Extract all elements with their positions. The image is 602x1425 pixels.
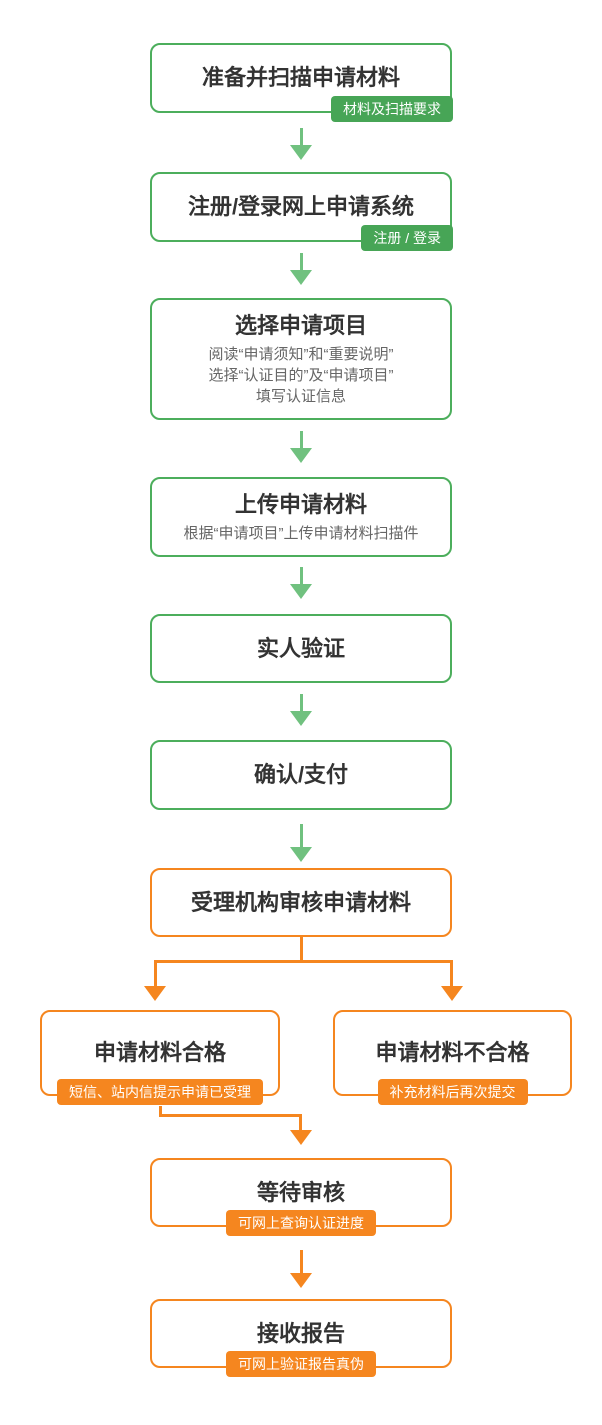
branch-materials-unqualified: 申请材料不合格 补充材料后再次提交: [333, 1010, 572, 1105]
badge-report-verify[interactable]: 可网上验证报告真伪: [226, 1351, 376, 1377]
arrow-stem: [299, 431, 303, 448]
arrow-stem: [299, 128, 303, 145]
arrow-stem: [299, 253, 303, 270]
step-title: 上传申请材料: [234, 492, 367, 517]
connector-line: [159, 1114, 302, 1117]
step-agency-review: 受理机构审核申请材料: [150, 868, 452, 937]
badge-material-scan-requirements[interactable]: 材料及扫描要求: [331, 96, 453, 122]
step-title: 受理机构审核申请材料: [190, 889, 411, 915]
down-arrow-icon: [290, 567, 312, 599]
step-title: 申请材料合格: [93, 1040, 226, 1065]
arrow-head: [290, 584, 312, 599]
badge-register-login[interactable]: 注册 / 登录: [361, 225, 453, 251]
step-title: 申请材料不合格: [375, 1040, 530, 1065]
down-arrow-icon: [290, 253, 312, 285]
step-title: 等待审核: [256, 1179, 345, 1205]
step-real-person-verification: 实人验证: [150, 614, 452, 683]
badge-resubmit-materials[interactable]: 补充材料后再次提交: [377, 1079, 528, 1105]
connector-line: [154, 960, 157, 987]
arrow-stem: [299, 694, 303, 711]
step-title: 接收报告: [256, 1320, 345, 1346]
badge-progress-query[interactable]: 可网上查询认证进度: [226, 1210, 376, 1236]
connector-line: [159, 1106, 162, 1117]
step-select-project: 选择申请项目 阅读“申请须知”和“重要说明” 选择“认证目的”及“申请项目” 填…: [150, 298, 452, 420]
step-title: 确认/支付: [253, 762, 349, 787]
arrow-stem: [299, 824, 303, 847]
down-arrow-icon: [290, 824, 312, 862]
step-subtitles: 根据“申请项目”上传申请材料扫描件: [184, 523, 419, 544]
step-subtitle: 阅读“申请须知”和“重要说明”: [208, 346, 394, 363]
arrow-head: [290, 448, 312, 463]
arrow-stem: [299, 567, 303, 584]
arrow-head: [290, 1273, 312, 1288]
step-title: 实人验证: [256, 635, 345, 661]
step-receive-report: 接收报告 可网上验证报告真伪: [150, 1299, 452, 1377]
step-register-login: 注册/登录网上申请系统 注册 / 登录: [150, 172, 453, 251]
arrow-head: [441, 986, 463, 1001]
step-title: 准备并扫描申请材料: [201, 65, 400, 90]
step-wait-review: 等待审核 可网上查询认证进度: [150, 1158, 452, 1236]
arrow-head: [290, 145, 312, 160]
badge-sms-accepted-notice[interactable]: 短信、站内信提示申请已受理: [57, 1079, 263, 1105]
step-subtitle: 选择“认证目的”及“申请项目”: [208, 367, 394, 384]
connector-line: [154, 960, 453, 963]
arrow-head: [290, 1130, 312, 1145]
branch-materials-qualified: 申请材料合格 短信、站内信提示申请已受理: [40, 1010, 280, 1105]
down-arrow-icon: [290, 694, 312, 726]
arrow-head: [144, 986, 166, 1001]
down-arrow-icon: [290, 431, 312, 463]
step-subtitle: 填写认证信息: [255, 388, 346, 405]
step-upload-materials: 上传申请材料 根据“申请项目”上传申请材料扫描件: [150, 477, 452, 557]
step-title: 选择申请项目: [234, 313, 367, 338]
connector-line: [299, 1114, 302, 1131]
arrow-stem: [299, 1250, 303, 1273]
arrow-head: [290, 711, 312, 726]
step-subtitle: 根据“申请项目”上传申请材料扫描件: [183, 525, 419, 542]
connector-line: [300, 937, 303, 962]
step-confirm-pay: 确认/支付: [150, 740, 452, 810]
down-arrow-icon: [290, 128, 312, 160]
step-title: 注册/登录网上申请系统: [187, 194, 415, 219]
arrow-head: [290, 270, 312, 285]
connector-line: [450, 960, 453, 987]
step-subtitles: 阅读“申请须知”和“重要说明” 选择“认证目的”及“申请项目” 填写认证信息: [209, 344, 394, 407]
arrow-head: [290, 847, 312, 862]
down-arrow-icon: [290, 1250, 312, 1288]
step-prepare-scan-materials: 准备并扫描申请材料 材料及扫描要求: [150, 43, 453, 122]
